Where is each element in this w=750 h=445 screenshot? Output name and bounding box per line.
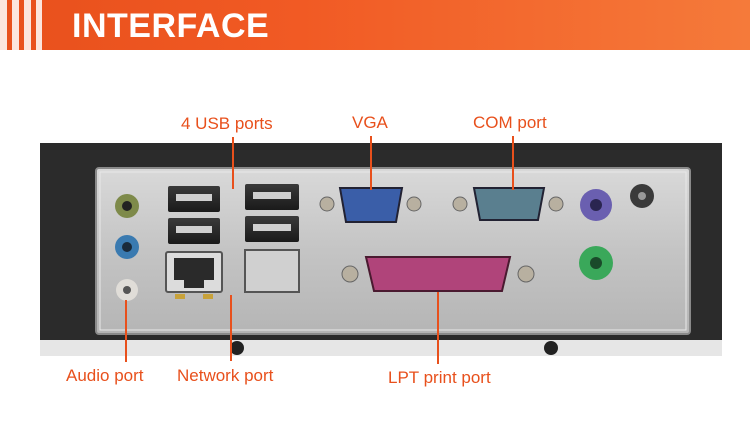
- banner-stripe: [36, 0, 42, 50]
- page-title: INTERFACE: [72, 7, 270, 45]
- com-leader-line: [512, 136, 514, 190]
- lpt-label: LPT print port: [388, 368, 491, 387]
- header-banner: INTERFACE: [0, 0, 750, 50]
- usb-ports-left: [168, 186, 220, 244]
- banner-stripe: [24, 0, 31, 50]
- network-leader-line: [230, 295, 232, 361]
- usb-label: 4 USB ports: [181, 114, 273, 133]
- audio-label: Audio port: [66, 366, 144, 385]
- lpt-leader-line: [437, 292, 439, 364]
- com-label: COM port: [473, 113, 547, 132]
- banner-stripe: [0, 0, 7, 50]
- usb-ports-right: [244, 184, 300, 293]
- network-jack: [165, 251, 223, 299]
- lpt-connector: [341, 256, 535, 292]
- network-label: Network port: [177, 366, 274, 385]
- com-connector: [452, 187, 564, 221]
- mounting-screws: [230, 341, 558, 355]
- ps2-ports: [579, 184, 654, 280]
- usb-leader-line: [232, 137, 234, 189]
- vga-label: VGA: [352, 113, 388, 132]
- audio-leader-line: [125, 300, 127, 362]
- audio-jacks: [115, 194, 139, 301]
- vga-connector: [319, 187, 422, 223]
- vga-leader-line: [370, 136, 372, 190]
- banner-stripe: [12, 0, 19, 50]
